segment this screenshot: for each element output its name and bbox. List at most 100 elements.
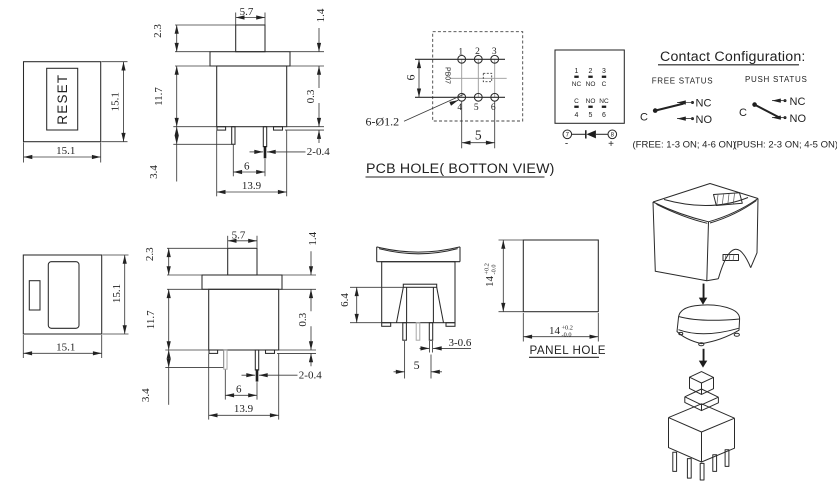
hole-1 — [457, 54, 467, 64]
panel-tol-plus-h: +0.2 — [562, 325, 573, 332]
stem-top — [402, 283, 438, 288]
sch-fn-6: NC — [599, 98, 609, 105]
dome-pin-1 — [402, 322, 407, 341]
standoff-left — [216, 126, 227, 131]
hole-number-4: 4 — [457, 103, 462, 113]
pin-3d-5 — [724, 449, 730, 467]
polarity-minus: - — [565, 139, 568, 150]
reset-label: RESET — [55, 74, 70, 125]
dim-pin-pitch: 6 — [244, 160, 250, 172]
led-pin-7-label: 7 — [566, 133, 570, 139]
side-slot — [28, 280, 41, 311]
pin-right — [262, 126, 268, 148]
hole-callout: 6-Ø1.2 — [366, 115, 400, 129]
panel-dim-v: 14 — [484, 276, 496, 288]
dim-flange: 1.4 — [315, 8, 327, 22]
pin-left — [231, 126, 236, 145]
side-view-top: 5.7 1.4 2.3 11.7 0.3 2-0.4 6 13.9 3.4 — [148, 6, 330, 197]
hole-number-1: 1 — [458, 48, 463, 58]
hole-number-5: 5 — [474, 103, 479, 113]
pin-schematic: 1 2 3 NC NO C C NO NC 4 5 6 7 8 - + — [554, 49, 625, 150]
push-common-label: C — [739, 107, 747, 119]
panel-tol-minus-v: -0.0 — [490, 265, 497, 275]
hole-6 — [490, 92, 500, 102]
sch-pin-2: 2 — [589, 68, 593, 75]
button-frame — [22, 61, 102, 143]
sch-pin-3: 3 — [602, 68, 606, 75]
push-nc-label: NC — [790, 96, 806, 108]
contact-config-title: Contact Configuration: — [660, 49, 806, 65]
dim-height-2: 15.1 — [111, 284, 123, 303]
sch-fn-5: NO — [586, 98, 596, 105]
dim-width-2: 15.1 — [56, 341, 75, 353]
dim-pin-length: 3.4 — [148, 165, 160, 179]
pcb-hole-view: 1 2 3 4 5 6 PB07 6 5 6-Ø1.2 PCB HOLE( BO… — [365, 31, 555, 178]
cap-inner-edge — [378, 248, 458, 255]
panel-dim-h: 14 — [549, 325, 561, 337]
dim-housing-height: 6.4 — [339, 293, 351, 307]
dim-plunger-width: 5.7 — [240, 6, 254, 18]
dome-foot-left — [381, 322, 392, 327]
sch-fn-3: C — [602, 81, 607, 88]
dim-body-width: 13.9 — [242, 180, 262, 192]
panel-tol-plus-v: +0.2 — [484, 263, 491, 274]
free-nc-label: NC — [696, 98, 712, 110]
push-no-label: NO — [790, 113, 807, 125]
free-common-label: C — [640, 112, 648, 124]
panel-hole-view: 14 +0.2 -0.0 14 +0.2 -0.0 PANEL HOLE — [484, 239, 607, 358]
led-diode-symbol — [586, 130, 596, 139]
side-view-bottom — [140, 230, 322, 420]
panel-tol-minus-h: -0.0 — [562, 332, 572, 339]
schematic-outline — [554, 49, 625, 124]
pcb-view-title: PCB HOLE( BOTTON VIEW) — [366, 161, 555, 177]
hole-5 — [473, 92, 483, 102]
free-status-label: FREE STATUS — [652, 76, 714, 85]
push-note: (PUSH: 2-3 ON; 4-5 ON) — [734, 140, 837, 151]
button-window-2 — [47, 261, 80, 329]
part-marking: PB07 — [443, 67, 450, 84]
dome-foot-right — [445, 322, 456, 327]
sch-fn-2: NO — [586, 81, 596, 88]
dim-plunger-height: 2.3 — [152, 24, 164, 38]
polarity-plus: + — [608, 139, 614, 150]
cap-top-edge — [376, 246, 461, 253]
free-note: (FREE: 1-3 ON; 4-6 ON) — [633, 140, 736, 151]
down-arrow-2 — [698, 348, 708, 368]
sch-fn-1: NC — [572, 81, 582, 88]
dome-pin-3 — [428, 322, 434, 341]
hole-2 — [473, 54, 483, 64]
plunger — [235, 24, 266, 53]
dim-width: 15.1 — [56, 145, 75, 157]
pin-right-tip — [263, 146, 267, 159]
front-view-dome: 6.4 3-0.6 5 — [339, 246, 472, 379]
sch-fn-4: C — [574, 98, 579, 105]
switch-body — [216, 65, 288, 128]
led-hole-marker — [482, 72, 493, 83]
sch-pin-4: 4 — [575, 112, 579, 119]
front-view-reset: RESET 15.1 15.1 — [22, 61, 128, 163]
panel-hole-title: PANEL HOLE — [530, 344, 607, 357]
hole-number-2: 2 — [475, 47, 480, 57]
free-no-label: NO — [696, 114, 713, 126]
panel-hole-square — [522, 239, 599, 313]
contact-configuration: Contact Configuration: FREE STATUS PUSH … — [633, 49, 837, 151]
flange — [209, 51, 291, 67]
switch-body-3d — [668, 371, 735, 481]
pcb-outline — [432, 31, 524, 122]
led-pin-8-label: 8 — [611, 133, 615, 139]
push-status-label: PUSH STATUS — [745, 75, 808, 84]
dim-pin-callout: 3-0.6 — [449, 337, 472, 349]
dim-dome-pin-pitch: 5 — [414, 358, 420, 372]
dim-height: 15.1 — [109, 92, 121, 111]
assembly-3d — [652, 183, 759, 481]
dome-pin-2 — [415, 322, 421, 341]
pin-3d-4 — [712, 454, 718, 472]
hole-3 — [490, 54, 500, 64]
down-arrow-1 — [698, 283, 708, 305]
cap-3d — [652, 183, 759, 282]
button-window — [46, 67, 79, 131]
sch-pin-5: 5 — [589, 112, 593, 119]
pin-3d-2 — [686, 458, 692, 479]
standoff-right — [272, 126, 284, 131]
